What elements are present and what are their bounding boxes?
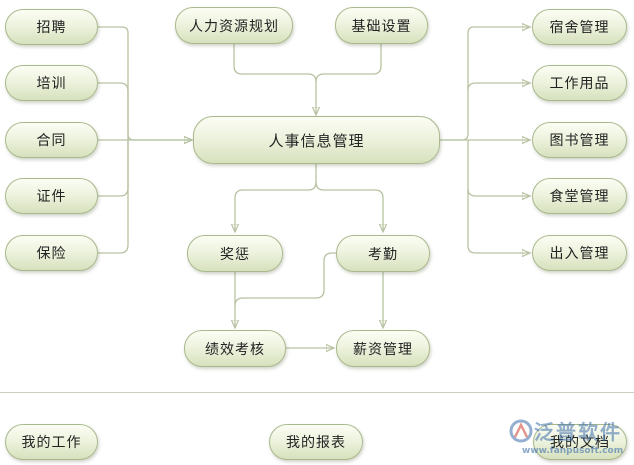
node-contract[interactable]: 合同 xyxy=(5,122,98,158)
node-training[interactable]: 培训 xyxy=(5,65,98,101)
node-hr-info-management[interactable]: 人事信息管理 xyxy=(193,116,440,164)
node-books[interactable]: 图书管理 xyxy=(532,122,627,158)
node-work-supplies[interactable]: 工作用品 xyxy=(532,65,627,101)
connector-insurance xyxy=(98,140,129,254)
node-my-reports[interactable]: 我的报表 xyxy=(269,424,363,460)
node-certificate-label: 证件 xyxy=(36,189,67,205)
node-contract-label: 合同 xyxy=(36,133,67,149)
watermark-emblem-icon xyxy=(509,419,533,443)
node-my-work[interactable]: 我的工作 xyxy=(5,424,98,460)
connector-attendance-performance xyxy=(234,252,336,307)
node-hr-info-management-label: 人事信息管理 xyxy=(268,131,365,150)
node-insurance-label: 保险 xyxy=(36,246,67,262)
connector-canteen xyxy=(467,140,530,196)
connector-work-supplies xyxy=(467,83,530,91)
node-access-label: 出入管理 xyxy=(549,246,610,262)
connector-training xyxy=(98,82,129,140)
node-my-work-label: 我的工作 xyxy=(21,435,82,451)
watermark-logo: 泛普软件 www.fanpusoft.com xyxy=(508,416,630,462)
upper-divider xyxy=(0,392,634,393)
node-attendance-label: 考勤 xyxy=(368,246,398,263)
node-salary-label: 薪资管理 xyxy=(353,341,413,358)
node-books-label: 图书管理 xyxy=(549,133,610,149)
node-work-supplies-label: 工作用品 xyxy=(549,76,610,92)
node-canteen[interactable]: 食堂管理 xyxy=(532,178,627,214)
node-canteen-label: 食堂管理 xyxy=(549,189,610,205)
node-my-reports-label: 我的报表 xyxy=(286,435,346,451)
node-performance-label: 绩效考核 xyxy=(205,341,265,358)
node-insurance[interactable]: 保险 xyxy=(5,235,98,271)
node-attendance[interactable]: 考勤 xyxy=(336,235,430,272)
node-salary[interactable]: 薪资管理 xyxy=(336,330,430,367)
node-training-label: 培训 xyxy=(36,76,67,92)
node-recruit[interactable]: 招聘 xyxy=(5,9,98,45)
connector-attendance xyxy=(315,181,383,232)
node-my-documents-label: 我的文档 xyxy=(550,435,610,451)
connector-hr-planning xyxy=(233,44,316,115)
node-hr-planning-label: 人力资源规划 xyxy=(189,18,279,35)
node-dormitory[interactable]: 宿舍管理 xyxy=(532,9,627,45)
watermark-url: www.fanpusoft.com xyxy=(522,446,624,456)
watermark-name: 泛普软件 xyxy=(534,420,622,444)
node-basic-settings-label: 基础设置 xyxy=(351,18,412,35)
node-rewards-penalties-label: 奖惩 xyxy=(220,246,250,263)
node-hr-planning[interactable]: 人力资源规划 xyxy=(175,7,293,44)
node-recruit-label: 招聘 xyxy=(36,20,67,36)
connector-access xyxy=(467,189,530,253)
node-performance[interactable]: 绩效考核 xyxy=(184,330,286,367)
node-rewards-penalties[interactable]: 奖惩 xyxy=(187,235,283,272)
node-dormitory-label: 宿舍管理 xyxy=(549,20,610,36)
node-access[interactable]: 出入管理 xyxy=(532,235,627,271)
connector-certificate xyxy=(98,140,129,197)
node-basic-settings[interactable]: 基础设置 xyxy=(335,7,428,44)
connector-basic-settings xyxy=(315,44,382,83)
node-my-documents[interactable]: 我的文档 xyxy=(533,424,627,460)
connector-rewards xyxy=(235,164,317,232)
node-certificate[interactable]: 证件 xyxy=(5,178,98,214)
